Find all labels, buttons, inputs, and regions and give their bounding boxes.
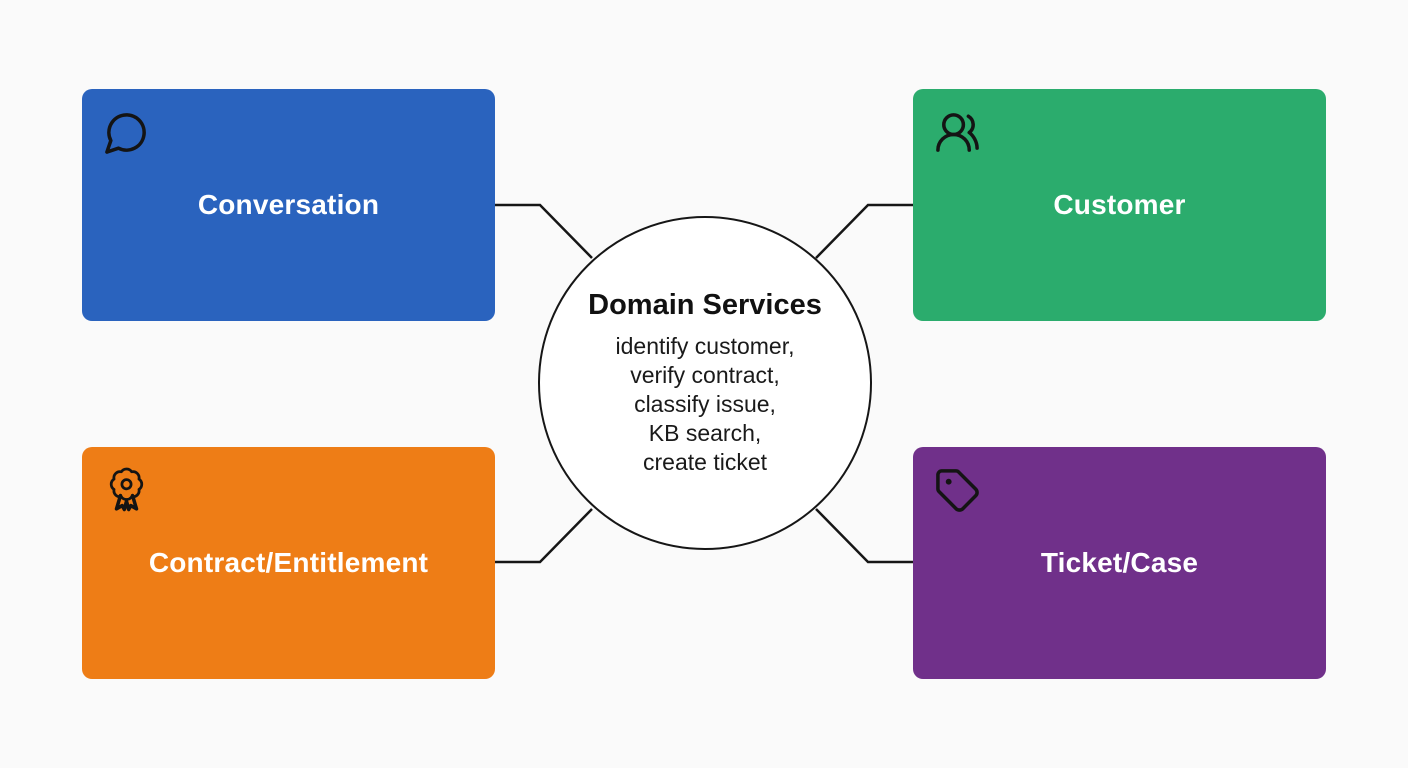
hub-domain-services: Domain Services identify customer, verif… [538,216,872,550]
node-contract: Contract/Entitlement [82,447,495,679]
connector-ticket-hub [815,508,914,564]
connector-customer-hub [815,203,914,259]
tag-icon [934,467,981,514]
node-customer-label: Customer [1053,189,1186,220]
node-customer: Customer [913,89,1326,321]
hub-service-item: KB search, [648,420,762,446]
node-conversation: Conversation [82,89,495,321]
node-contract-label: Contract/Entitlement [148,547,429,578]
hub-service-item: classify issue, [634,391,776,417]
hub-service-item: verify contract, [630,362,780,388]
hub-service-item: create ticket [643,449,767,475]
users-round-icon [934,109,981,156]
node-conversation-label: Conversation [197,189,380,220]
message-circle-icon [103,109,150,156]
connector-conversation-hub [494,203,593,259]
connector-contract-hub [494,508,593,564]
hub-services-list: identify customer, verify contract, clas… [616,332,795,477]
award-ribbon-icon [103,467,150,514]
node-ticket-label: Ticket/Case [1040,547,1199,578]
hub-title: Domain Services [588,289,822,321]
node-ticket: Ticket/Case [913,447,1326,679]
hub-service-item: identify customer, [615,333,795,359]
